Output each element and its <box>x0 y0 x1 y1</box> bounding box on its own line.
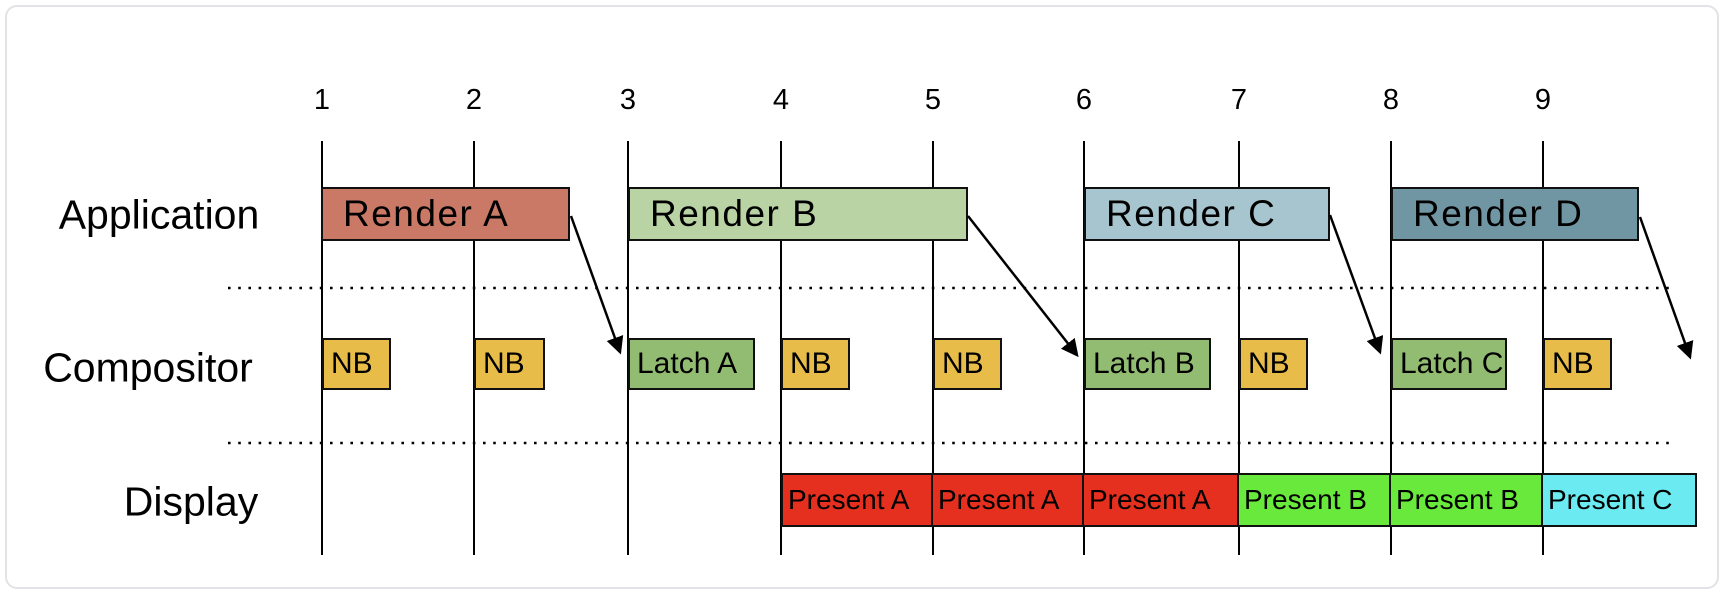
nb-box: NB <box>933 338 1002 390</box>
nb-box: NB <box>1239 338 1308 390</box>
row-label-compositor: Compositor <box>43 344 253 391</box>
present-a-box: Present A <box>781 473 933 527</box>
render-b-box: Render B <box>628 187 968 241</box>
row-label-application: Application <box>58 191 260 238</box>
row-label-display: Display <box>123 478 259 525</box>
render-c-box: Render C <box>1084 187 1330 241</box>
nb-box: NB <box>322 338 391 390</box>
present-a-box: Present A <box>1084 473 1239 527</box>
present-b-box: Present B <box>1239 473 1391 527</box>
latch-a-box: Latch A <box>628 338 755 390</box>
nb-box: NB <box>474 338 545 390</box>
present-a-box: Present A <box>933 473 1084 527</box>
render-a-box: Render A <box>321 187 570 241</box>
latch-b-box: Latch B <box>1084 338 1211 390</box>
latch-c-box: Latch C <box>1391 338 1507 390</box>
present-b-box: Present B <box>1391 473 1543 527</box>
nb-box: NB <box>1543 338 1612 390</box>
nb-box: NB <box>781 338 850 390</box>
present-c-box: Present C <box>1543 473 1697 527</box>
render-d-box: Render D <box>1391 187 1639 241</box>
